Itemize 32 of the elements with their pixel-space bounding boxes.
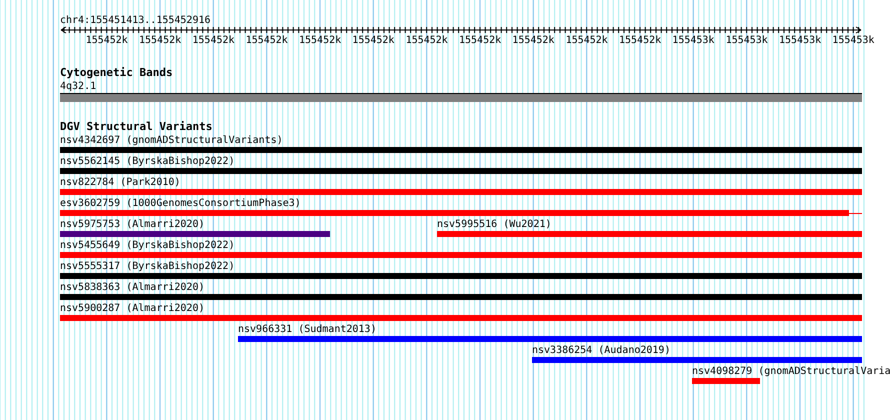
tick-label: 155452k [512,35,554,47]
tick-label: 155453k [779,35,822,47]
tick-label: 155452k [86,35,128,47]
feature-label: nsv966331 (Sudmant2013) [238,324,376,336]
tick-label: 155452k [139,35,182,47]
track-title: Cytogenetic Bands [60,67,173,79]
feature-label: nsv5455649 (ByrskaBishop2022) [60,240,235,252]
band-label: 4q32.1 [60,81,96,93]
feature-label: nsv4098279 (gnomADStructuralVaria [692,366,890,378]
tick-label: 155452k [352,35,394,47]
feature-label: nsv5838363 (Almarri2020) [60,282,204,294]
track-title: DGV Structural Variants [60,121,212,133]
feature-label: nsv5562145 (ByrskaBishop2022) [60,156,235,168]
feature-label: nsv5975753 (Almarri2020) [60,219,204,231]
feature-label: nsv4342697 (gnomADStructuralVariants) [60,135,283,147]
feature-label: nsv5900287 (Almarri2020) [60,303,204,315]
tick-label: 155452k [619,35,662,47]
feature-label: nsv822784 (Park2010) [60,177,180,189]
feature-label: nsv3386254 (Audano2019) [532,345,670,357]
tick-label: 155453k [672,35,714,47]
tick-label: 155452k [299,35,342,47]
feature-label: esv3602759 (1000GenomesConsortiumPhase3) [60,198,301,210]
feature-label: nsv5995516 (Wu2021) [437,219,552,231]
locus-label: chr4:155451413..155452916 [60,15,211,27]
feature-label: nsv5555317 (ByrskaBishop2022) [60,261,235,273]
tick-label: 155452k [192,35,235,47]
tick-label: 155453k [832,35,874,47]
tick-label: 155452k [406,35,448,47]
tick-label: 155452k [246,35,288,47]
tick-label: 155453k [726,35,768,47]
tick-label: 155452k [566,35,608,47]
tick-label: 155452k [459,35,502,47]
